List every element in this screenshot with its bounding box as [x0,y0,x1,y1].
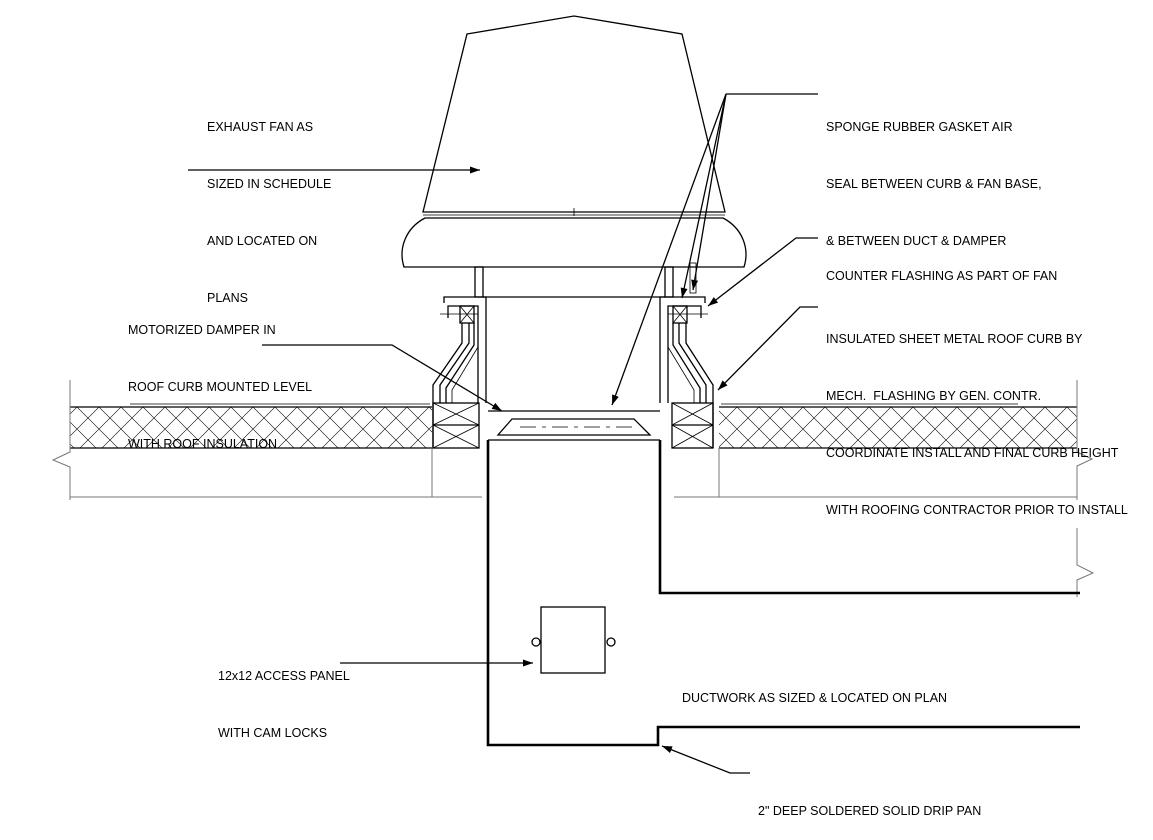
leader-lines [188,93,818,774]
roof-exhaust-fan-detail-drawing [51,15,1095,774]
counter-flashing-label: COUNTER FLASHING AS PART OF FAN [826,269,1058,283]
break-lines [51,380,1095,597]
motorized-damper [488,410,660,441]
roof-curb-right [659,296,714,449]
gasket-label: SPONGE RUBBER GASKET AIR SEAL BETWEEN CU… [826,120,1042,248]
ductwork [486,440,1080,747]
ductwork-label: DUCTWORK AS SIZED & LOCATED ON PLAN [682,691,948,705]
access-panel [531,606,616,674]
access-panel-label: 12x12 ACCESS PANEL WITH CAM LOCKS [218,669,350,740]
roof-curb-left [432,296,487,449]
drip-pan-label: 2" DEEP SOLDERED SOLID DRIP PAN [758,804,982,818]
roof-insulation [70,403,1077,449]
exhaust-fan-label: EXHAUST FAN AS SIZED IN SCHEDULE AND LOC… [207,120,332,305]
roof-deck [70,448,1077,498]
roof-curb-label: INSULATED SHEET METAL ROOF CURB BY MECH.… [826,332,1128,517]
exhaust-fan [401,15,747,298]
damper-label: MOTORIZED DAMPER IN ROOF CURB MOUNTED LE… [128,323,313,451]
